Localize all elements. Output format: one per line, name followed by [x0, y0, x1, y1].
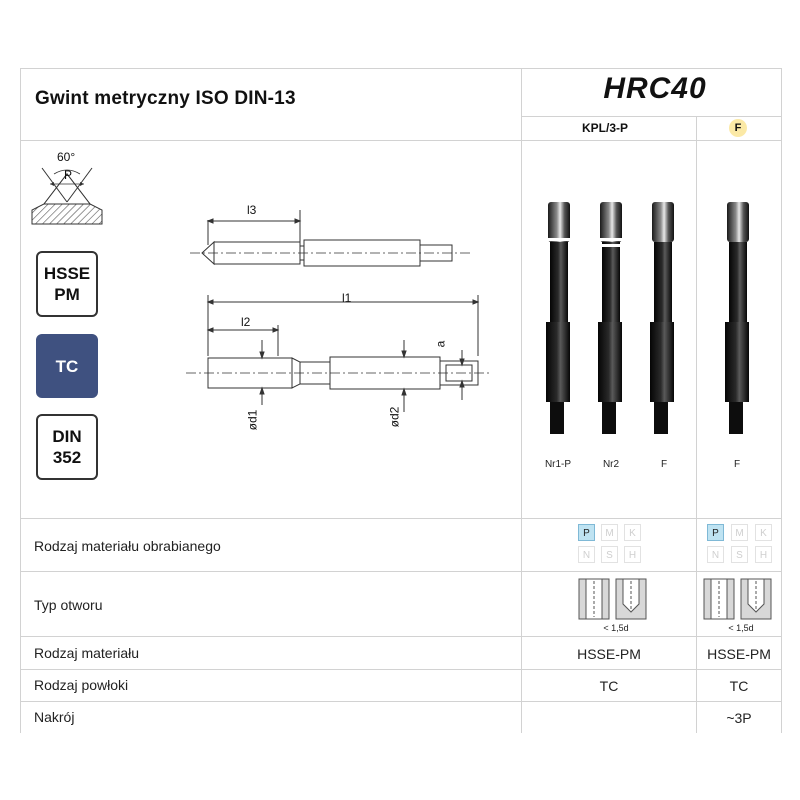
material-k-f: K	[755, 524, 772, 541]
tool-images	[530, 196, 770, 441]
material-badge: HSSE PM	[36, 251, 98, 317]
thread-angle-label: 60°	[57, 150, 76, 164]
dimension-d1: ød1	[245, 409, 260, 431]
material-m-kpl: M	[601, 524, 618, 541]
row-label-hole-type: Typ otworu	[34, 597, 103, 613]
hole-type-icon-kpl	[578, 578, 648, 620]
din-badge-line2: 352	[52, 448, 82, 467]
tool-material-f: HSSE-PM	[707, 646, 771, 662]
coating-badge-label: TC	[55, 356, 79, 376]
header-divider	[20, 140, 782, 141]
f-column-divider	[696, 116, 697, 733]
din-badge: DIN 352	[36, 414, 98, 480]
material-badge-line1: HSSE	[43, 264, 91, 283]
column-header-kpl: KPL/3-P	[582, 121, 629, 135]
material-h-f: H	[755, 546, 772, 563]
material-n-f: N	[707, 546, 724, 563]
dimension-d2: ød2	[387, 406, 402, 428]
material-badge-line2: PM	[54, 285, 80, 304]
column-header-f-badge: F	[729, 119, 747, 137]
hrc-divider	[521, 116, 782, 117]
row-label-workpiece-material: Rodzaj materiału obrabianego	[34, 538, 221, 554]
tool-material-kpl: HSSE-PM	[577, 646, 641, 662]
right-column-divider	[521, 68, 522, 733]
dimension-l2: l2	[241, 315, 251, 329]
coating-f: TC	[729, 678, 749, 694]
coating-badge: TC	[36, 334, 98, 398]
material-n-kpl: N	[578, 546, 595, 563]
material-m-f: M	[731, 524, 748, 541]
thread-profile-icon	[28, 146, 106, 226]
dimension-a: a	[433, 340, 448, 348]
material-s-kpl: S	[601, 546, 618, 563]
material-s-f: S	[731, 546, 748, 563]
tap-technical-drawing	[180, 190, 500, 440]
coating-kpl: TC	[599, 678, 619, 694]
row-divider-4	[20, 669, 782, 670]
material-h-kpl: H	[624, 546, 641, 563]
thread-pitch-label: P	[64, 168, 73, 182]
hardness-label: HRC40	[603, 72, 707, 105]
row-label-coating: Rodzaj powłoki	[34, 677, 129, 693]
chamfer-f: ~3P	[726, 710, 752, 726]
top-border	[20, 68, 782, 69]
tool-label-nr1: Nr1-P	[544, 459, 572, 470]
material-k-kpl: K	[624, 524, 641, 541]
hole-note-kpl: < 1,5d	[603, 623, 629, 633]
hole-type-icon-f	[703, 578, 773, 620]
row-label-tool-material: Rodzaj materiału	[34, 645, 140, 661]
row-divider-2	[20, 571, 782, 572]
page-title: Gwint metryczny ISO DIN-13	[35, 88, 296, 109]
right-border	[781, 68, 782, 733]
dimension-l3: l3	[247, 203, 257, 217]
row-label-chamfer: Nakrój	[34, 709, 75, 725]
tool-label-f-kpl: F	[660, 459, 668, 470]
din-badge-line1: DIN	[52, 427, 82, 446]
row-divider-5	[20, 701, 782, 702]
row-divider-1	[20, 518, 782, 519]
dimension-l1: l1	[342, 291, 352, 305]
left-border	[20, 68, 21, 733]
tool-label-f: F	[733, 459, 741, 470]
hole-note-f: < 1,5d	[728, 623, 754, 633]
tool-label-nr2: Nr2	[602, 459, 620, 470]
material-p-kpl: P	[578, 524, 595, 541]
row-divider-3	[20, 636, 782, 637]
material-p-f: P	[707, 524, 724, 541]
